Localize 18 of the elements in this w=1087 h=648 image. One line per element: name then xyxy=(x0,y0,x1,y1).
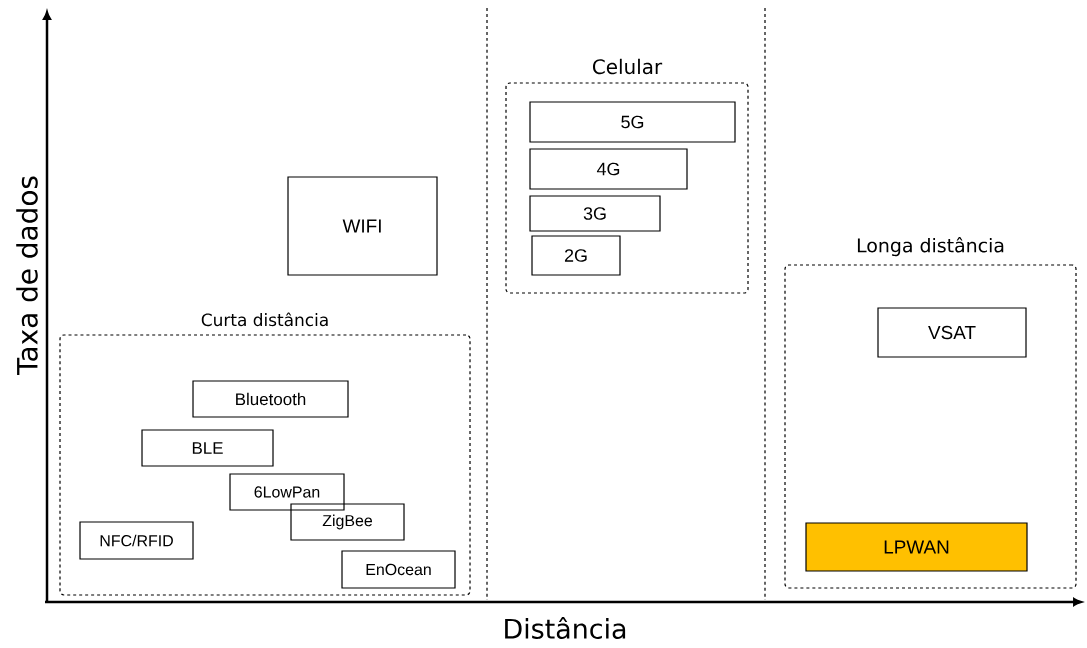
technology-box: VSAT xyxy=(877,307,1027,358)
axis-title: Distância xyxy=(505,617,626,639)
technology-box: EnOcean xyxy=(341,550,456,589)
technology-box: Bluetooth xyxy=(192,380,349,418)
technology-box: BLE xyxy=(141,429,274,467)
technology-box: 3G xyxy=(529,195,661,232)
axis-title: Taxa de dados xyxy=(16,176,38,375)
technology-box: 4G xyxy=(529,148,688,190)
technology-box: 6LowPan xyxy=(229,473,345,511)
node-label: Longa distância xyxy=(857,237,1004,257)
technology-box: NFC/RFID xyxy=(79,521,194,560)
technology-box: 2G xyxy=(531,235,621,276)
node-label: Celular xyxy=(592,58,663,75)
technology-box: LPWAN xyxy=(805,522,1028,572)
technology-box: ZigBee xyxy=(290,503,405,541)
technology-box: WIFI xyxy=(287,176,438,276)
node-label: Curta distância xyxy=(201,312,328,327)
technology-box: 5G xyxy=(529,101,736,143)
